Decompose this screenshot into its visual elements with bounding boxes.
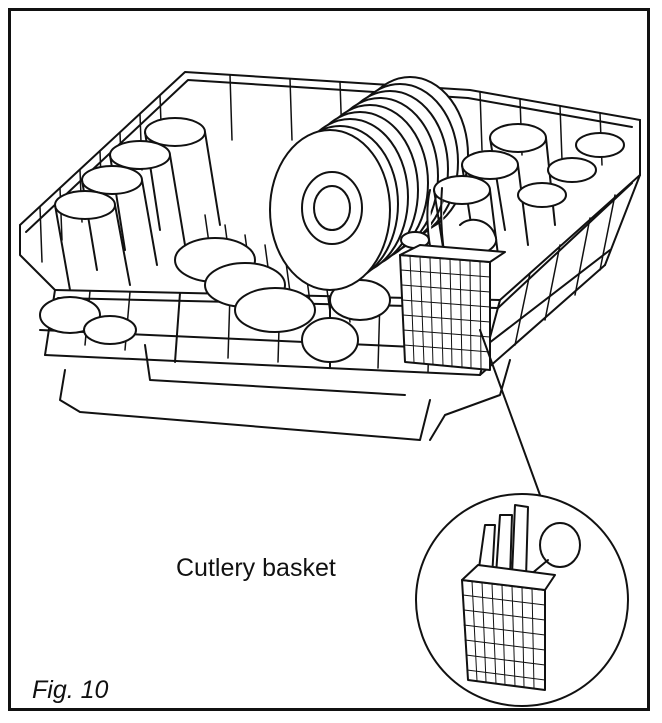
basket-mesh bbox=[400, 255, 491, 370]
plates-stack bbox=[269, 76, 469, 291]
cups-left bbox=[39, 117, 221, 345]
cutlery-basket-label: Cutlery basket bbox=[176, 554, 336, 582]
cups-right bbox=[433, 123, 625, 261]
callout-basket-mesh bbox=[462, 580, 546, 689]
bowls bbox=[174, 237, 391, 363]
figure-caption: Fig. 10 bbox=[32, 676, 109, 704]
rack-frame bbox=[19, 71, 641, 441]
callout-leader-line bbox=[479, 329, 541, 496]
